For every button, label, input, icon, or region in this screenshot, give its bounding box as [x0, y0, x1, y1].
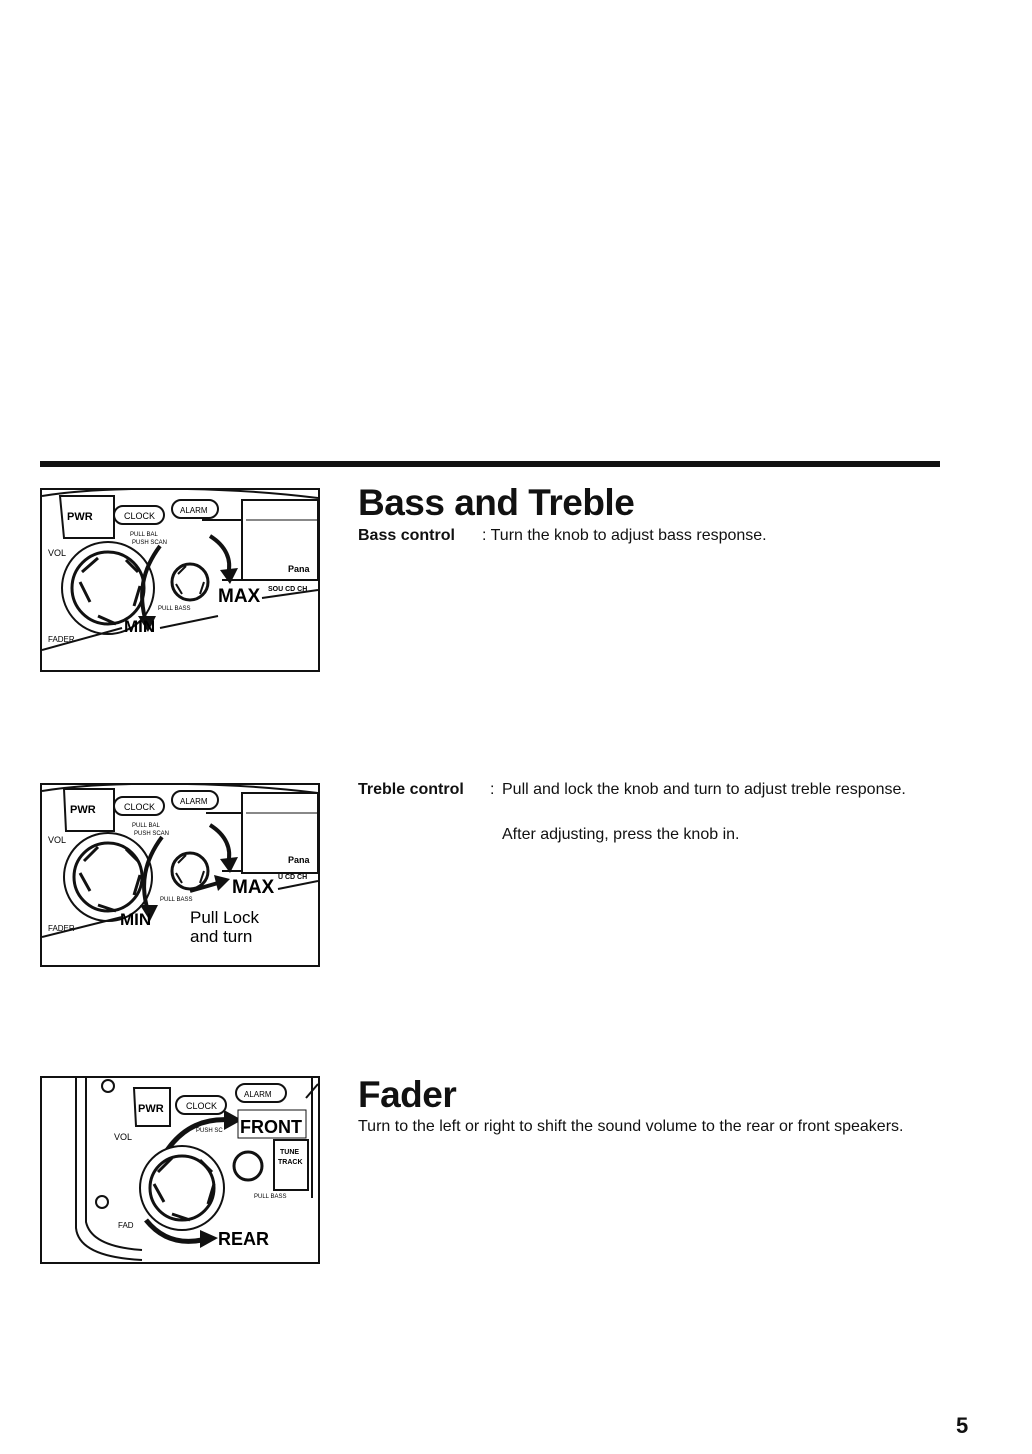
and-turn-label: and turn — [190, 927, 252, 946]
push-scan-label: PUSH SC — [196, 1128, 223, 1134]
bass-control-figure: PWR CLOCK ALARM VOL PULL BAL PUSH SCAN P… — [40, 488, 320, 672]
pwr-label: PWR — [67, 511, 93, 523]
pwr-label: PWR — [138, 1103, 164, 1115]
pull-bass-label: PULL BASS — [160, 897, 192, 903]
fader-heading: Fader — [358, 1076, 456, 1113]
vol-label: VOL — [114, 1132, 132, 1142]
page-number: 5 — [956, 1413, 968, 1439]
fader-description: Turn to the left or right to shift the s… — [358, 1115, 940, 1138]
brand-label: Pana — [288, 564, 311, 574]
alarm-label: ALARM — [180, 506, 208, 515]
min-label: MIN — [120, 910, 151, 929]
min-label: MIN — [124, 617, 155, 636]
bass-control-description: Turn the knob to adjust bass response. — [491, 527, 767, 544]
section-rule — [40, 461, 940, 467]
treble-control-description: Pull and lock the knob and turn to adjus… — [502, 779, 940, 801]
brand-label: Pana — [288, 855, 311, 865]
vol-label: VOL — [48, 548, 66, 558]
rear-label: REAR — [218, 1229, 269, 1249]
clock-label: CLOCK — [124, 802, 155, 812]
bass-colon: : — [482, 527, 486, 544]
tune-label: TUNE — [280, 1149, 299, 1156]
pull-bass-label: PULL BASS — [158, 606, 190, 612]
pull-bass-label: PULL BASS — [254, 1194, 286, 1200]
pull-lock-label: Pull Lock — [190, 908, 259, 927]
bass-treble-heading: Bass and Treble — [358, 484, 634, 521]
treble-control-note: After adjusting, press the knob in. — [502, 824, 940, 846]
treble-colon: : — [490, 779, 494, 801]
bass-control-row: Bass control: Turn the knob to adjust ba… — [358, 525, 940, 547]
cd-ch-label: U CD CH — [278, 874, 307, 881]
clock-label: CLOCK — [186, 1101, 217, 1111]
track-label: TRACK — [278, 1159, 303, 1166]
pwr-label: PWR — [70, 804, 96, 816]
push-scan-label: PUSH SCAN — [132, 540, 167, 546]
pull-bal-label: PULL BAL — [132, 823, 160, 829]
treble-control-figure: PWR CLOCK ALARM VOL PULL BAL PUSH SCAN P… — [40, 783, 320, 967]
fader-label: FAD — [118, 1221, 134, 1230]
clock-label: CLOCK — [124, 511, 155, 521]
pull-bal-label: PULL BAL — [130, 532, 158, 538]
push-scan-label: PUSH SCAN — [134, 831, 169, 837]
front-label: FRONT — [240, 1117, 302, 1137]
bass-control-term: Bass control — [358, 525, 482, 547]
max-label: MAX — [232, 877, 275, 898]
treble-control-term: Treble control — [358, 779, 498, 801]
vol-label: VOL — [48, 835, 66, 845]
alarm-label: ALARM — [244, 1090, 272, 1099]
fader-figure: PWR CLOCK ALARM VOL PUSH SC FRONT TUNE T… — [40, 1076, 320, 1264]
max-label: MAX — [218, 586, 261, 607]
alarm-label: ALARM — [180, 797, 208, 806]
